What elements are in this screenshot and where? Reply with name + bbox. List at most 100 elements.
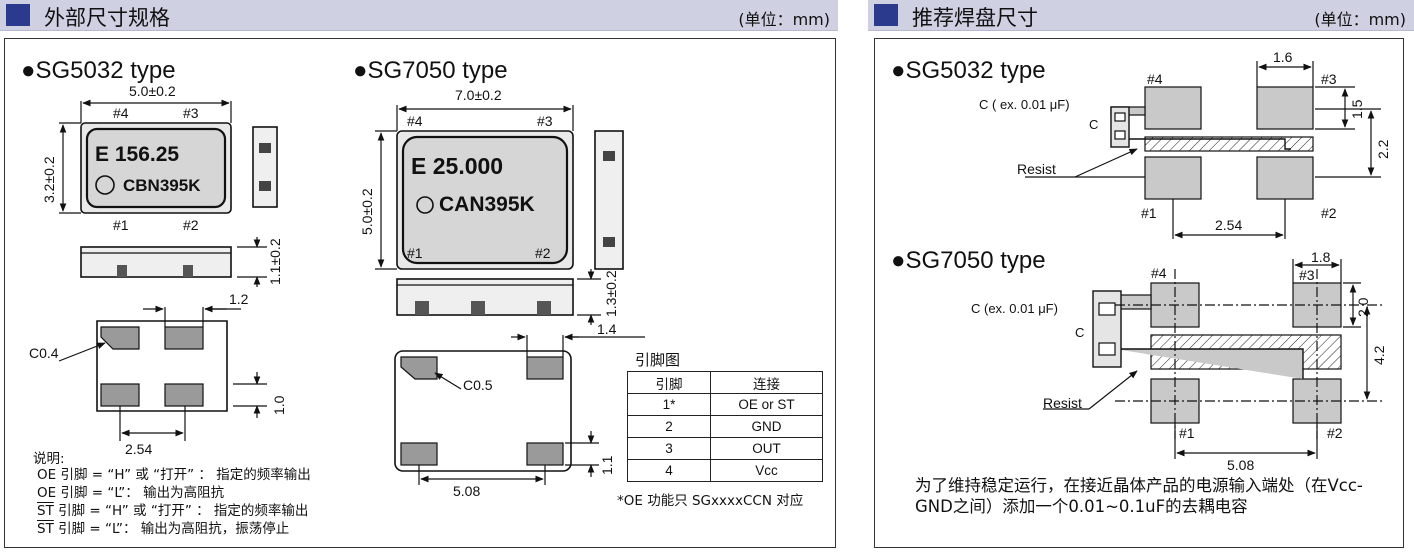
sg7050-width-dim: 7.0±0.2 (455, 87, 502, 103)
notes-line-4-overlined: ST (37, 521, 54, 537)
land-sg7050-pad-width-dim: 1.8 (1311, 249, 1331, 265)
table-row: 4 Vcc (627, 459, 823, 482)
pin-table-header-pin: 引脚 (627, 371, 711, 394)
land-sg5032-vertical-pitch-dim: 2.2 (1375, 139, 1391, 159)
land-sg5032-resist-label: Resist (1017, 161, 1056, 177)
land-sg5032-cap-label: C ( ex. 0.01 μF) (979, 97, 1070, 112)
header-marker-icon (874, 4, 898, 26)
table-row: 3 OUT (627, 437, 823, 460)
sg5032-pin1-label: #1 (113, 217, 129, 233)
land-pattern-drawing (1025, 61, 1385, 459)
sg5032-land-pad-4 (1144, 86, 1202, 130)
table-row: 2 GND (627, 415, 823, 438)
land-sg5032-pin2-label: #2 (1321, 205, 1337, 221)
external-dimensions-frame: ●SG5032 type 5.0±0.2 3.2±0.2 #4 #3 E 156… (4, 38, 836, 548)
sg7050-height-dim: 5.0±0.2 (359, 188, 375, 235)
land-sg7050-c-label: C (1075, 325, 1085, 340)
pin-table-header: 引脚 连接 (627, 371, 823, 394)
sg7050-pin3-label: #3 (537, 113, 553, 129)
sg7050-pin1-label: #1 (407, 245, 423, 261)
right-panel-title: 推荐焊盘尺寸 (912, 6, 1038, 30)
sg5032-marking-line1: E 156.25 (95, 143, 180, 166)
sg5032-pitch-dim: 2.54 (125, 441, 153, 457)
land-sg5032-pin1-label: #1 (1141, 205, 1157, 221)
sg7050-chamfer-label: C0.5 (463, 377, 493, 393)
pin-table-connection: OUT (710, 437, 823, 460)
pin-table-footnote: *OE 功能只 SGxxxxCCN 对应 (617, 493, 804, 509)
land-sg5032-c-label: C (1089, 117, 1099, 132)
land-sg7050-type-label: ●SG7050 type (891, 247, 1046, 274)
sg5032-width-dim: 5.0±0.2 (129, 83, 176, 99)
sg5032-pin1-mark-icon (95, 175, 115, 195)
land-sg7050-vertical-pitch-dim: 4.2 (1371, 345, 1387, 365)
land-sg5032-pin4-label: #4 (1147, 71, 1163, 87)
sg7050-pin2-label: #2 (535, 245, 551, 261)
land-sg7050-pin2-label: #2 (1327, 425, 1343, 441)
sg7050-bottom-view (394, 350, 572, 472)
notes-line-4: ST 引脚 = “L”： 输出为高阻抗，振荡停止 (37, 521, 289, 538)
land-sg7050-pin4-label: #4 (1151, 265, 1167, 281)
pin-table-pin: 4 (627, 459, 711, 482)
right-panel-header: 推荐焊盘尺寸 (单位：mm) (868, 0, 1414, 31)
land-sg5032-pin3-label: #3 (1321, 71, 1337, 87)
land-sg7050-cap-label: C (ex. 0.01 μF) (971, 301, 1058, 316)
sg7050-thickness-dim: 1.3±0.2 (603, 270, 619, 317)
sg5032-pin4-label: #4 (113, 105, 129, 121)
left-panel-title: 外部尺寸规格 (44, 6, 170, 30)
right-panel-unit: (单位：mm) (1314, 10, 1406, 29)
sg7050-bypass-cap (1092, 290, 1122, 368)
sg5032-land-pad-1 (1144, 156, 1202, 200)
land-sg5032-horizontal-pitch-dim: 2.54 (1215, 217, 1243, 233)
pin-table-connection: OE or ST (710, 393, 823, 416)
land-sg7050-resist-label: Resist (1043, 395, 1082, 411)
sg7050-marking-line2: CAN395K (439, 193, 535, 216)
sg5032-chamfer-label: C0.4 (29, 345, 59, 361)
sg5032-front-view (80, 246, 232, 278)
land-sg7050-pin1-label: #1 (1179, 425, 1195, 441)
notes-line-3-text: 引脚 = “H” 或 “打开” ： 指定的频率输出 (53, 503, 309, 519)
sg7050-pad-gap-dim: 1.1 (599, 455, 615, 475)
notes-line-2: OE 引脚 = “L”： 输出为高阻抗 (37, 485, 225, 501)
header-marker-icon (6, 4, 30, 26)
pin-table-pin: 2 (627, 415, 711, 438)
sg5032-side-view (252, 126, 278, 208)
sg7050-pitch-dim: 5.08 (453, 483, 481, 499)
notes-line-4-text: 引脚 = “L”： 输出为高阻抗，振荡停止 (53, 521, 290, 537)
external-dimensions-drawing (58, 99, 645, 485)
sg5032-land-pad-2 (1256, 156, 1314, 200)
left-panel-unit: (单位：mm) (738, 10, 830, 29)
pin-table-header-connection: 连接 (710, 371, 823, 394)
notes-line-1: OE 引脚 = “H” 或 “打开” ： 指定的频率输出 (37, 467, 311, 483)
land-sg7050-pad-height-dim: 2.0 (1355, 297, 1371, 317)
pin-table-connection: Vcc (710, 459, 823, 482)
sg5032-thickness-dim: 1.1±0.2 (267, 238, 283, 285)
land-sg7050-pin3-label: #3 (1299, 267, 1315, 283)
sg5032-marking-line2: CBN395K (123, 176, 201, 195)
sg5032-pin2-label: #2 (183, 217, 199, 233)
sg7050-marking-line1: E 25.000 (411, 153, 504, 179)
sg7050-type-label: ●SG7050 type (353, 57, 508, 84)
sg5032-land-pad-3 (1256, 86, 1314, 130)
sg7050-pin1-mark-icon (416, 196, 434, 214)
pin-table-connection: GND (710, 415, 823, 438)
sg7050-pin4-label: #4 (407, 113, 423, 129)
sg5032-height-dim: 3.2±0.2 (41, 156, 57, 203)
pin-table: 引脚 连接 1* OE or ST 2 GND 3 OUT 4 Vcc (627, 371, 823, 482)
sg7050-pad-width-dim: 1.4 (597, 321, 617, 337)
pin-table-pin: 1* (627, 393, 711, 416)
decoupling-advice-text: 为了维持稳定运行，在接近晶体产品的电源输入端处（在Vcc-GND之间）添加一个0… (915, 476, 1363, 516)
pin-table-pin: 3 (627, 437, 711, 460)
sg5032-pad-width-dim: 1.2 (229, 291, 249, 307)
notes-line-3: ST 引脚 = “H” 或 “打开” ： 指定的频率输出 (37, 503, 308, 520)
land-sg5032-pad-height-dim: 1.5 (1349, 99, 1365, 119)
pin-table-caption: 引脚图 (635, 351, 681, 369)
sg5032-resist-area (1144, 136, 1314, 152)
notes-heading: 说明: (33, 451, 65, 467)
sg5032-pin3-label: #3 (183, 105, 199, 121)
sg5032-pad-gap-dim: 1.0 (271, 395, 287, 415)
left-panel-header: 外部尺寸规格 (单位：mm) (0, 0, 838, 31)
table-row: 1* OE or ST (627, 393, 823, 416)
land-sg5032-type-label: ●SG5032 type (891, 57, 1046, 84)
land-pattern-frame: ●SG5032 type C ( ex. 0.01 μF) C Resist #… (874, 38, 1404, 548)
land-sg5032-pad-width-dim: 1.6 (1273, 49, 1293, 65)
